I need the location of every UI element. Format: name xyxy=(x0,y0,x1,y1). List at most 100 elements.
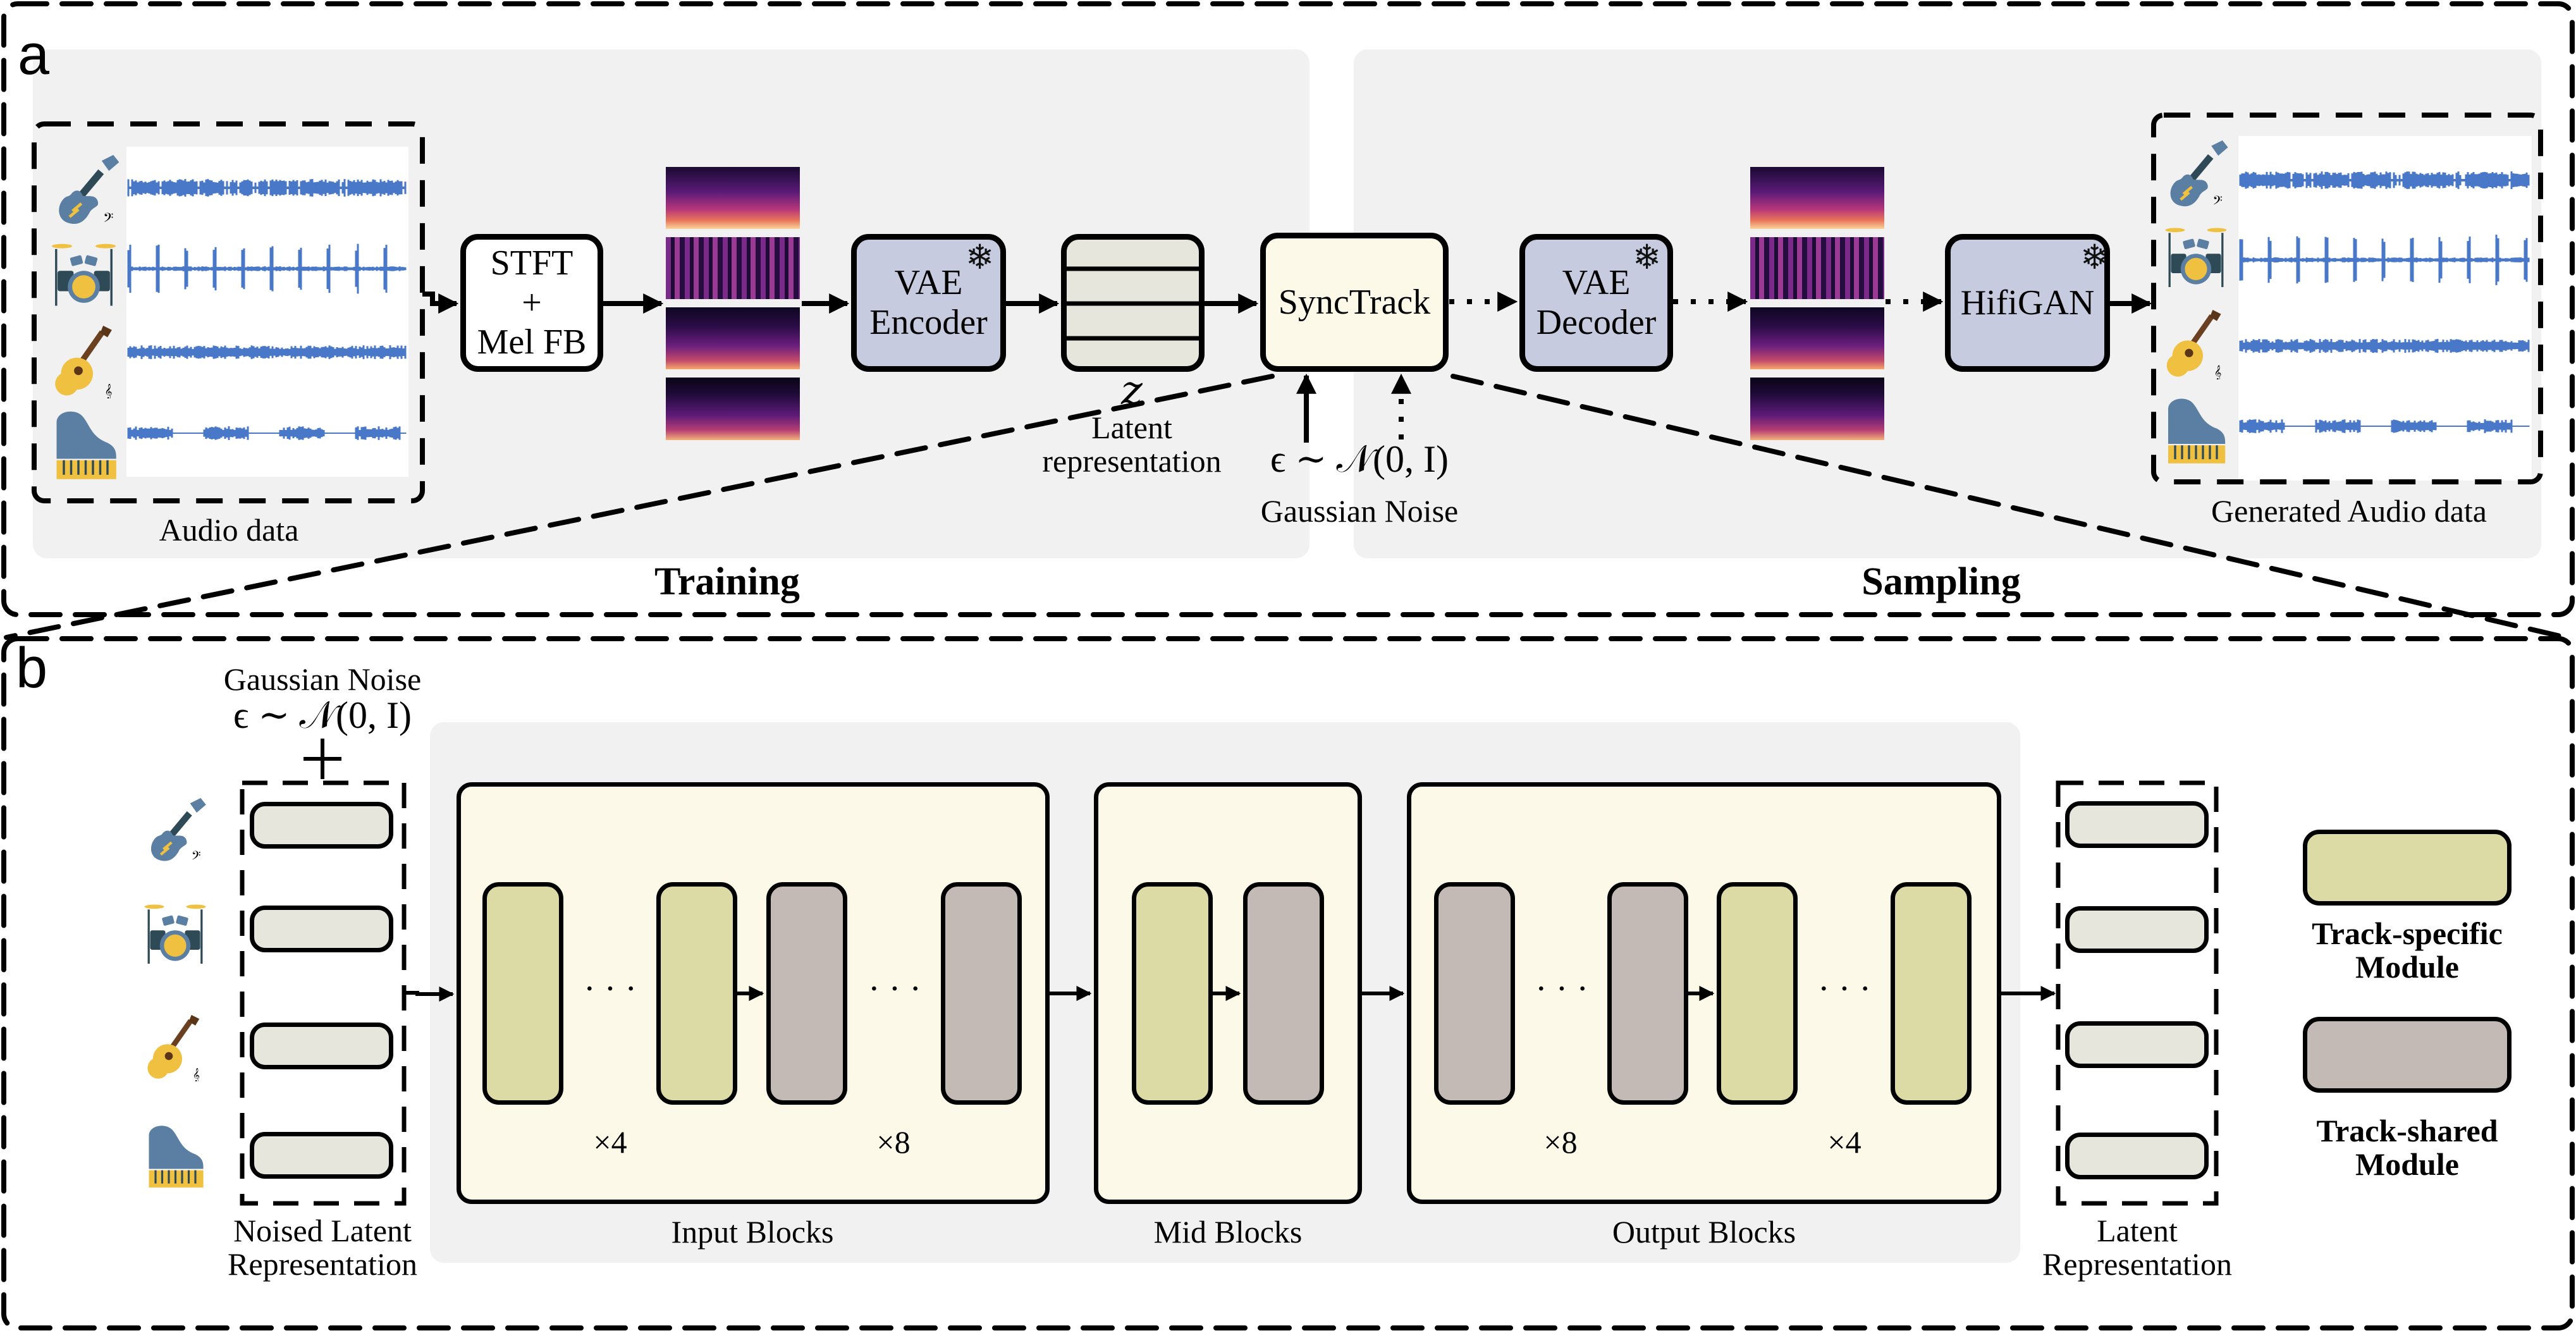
piano-icon xyxy=(55,410,118,481)
legend-track-shared-line1: Track-shared xyxy=(2316,1113,2498,1148)
zoom-line-right xyxy=(1451,374,2573,641)
latent-representation-label: Latent representation xyxy=(999,411,1265,477)
audio-data-label: Audio data xyxy=(159,512,299,548)
track-specific-module xyxy=(1132,882,1213,1105)
panel-a-letter: a xyxy=(18,23,50,87)
piano-icon xyxy=(2167,397,2226,465)
output-latent-line1: Latent xyxy=(2097,1213,2178,1248)
legend-track-specific-line2: Module xyxy=(2355,949,2459,985)
spectrogram-piano-gen xyxy=(1750,378,1884,440)
piano-waveform xyxy=(2239,419,2530,433)
output-latent-label: Latent Representation xyxy=(2004,1214,2270,1281)
piano-icon xyxy=(147,1124,205,1189)
snowflake-icon: ❄ xyxy=(966,237,995,277)
bass-waveform xyxy=(2239,171,2530,189)
track-specific-module xyxy=(482,882,563,1105)
drums-icon xyxy=(2164,226,2228,288)
spectrogram-bass xyxy=(666,167,800,229)
bass-icon xyxy=(59,155,120,228)
piano-waveform xyxy=(127,426,407,440)
snowflake-icon: ❄ xyxy=(1633,237,1662,277)
noise-formula-b: ϵ ∼ 𝒩(0, I) xyxy=(233,694,412,736)
bass-waveform xyxy=(127,179,407,197)
guitar-icon xyxy=(147,1015,200,1081)
spectrogram-bass-gen xyxy=(1750,167,1884,229)
melfb-label: Mel FB xyxy=(477,322,587,362)
guitar-waveform xyxy=(127,345,407,359)
hifigan-box: HifiGAN xyxy=(1945,234,2110,372)
training-label: Training xyxy=(654,560,800,603)
waveforms xyxy=(127,171,2530,440)
vae-encoder-line2: Encoder xyxy=(869,303,988,342)
stft-label: STFT xyxy=(490,243,573,283)
output-latent-pill xyxy=(2065,1021,2209,1068)
noised-latent-pill xyxy=(250,906,393,952)
track-specific-module xyxy=(656,882,737,1105)
generated-audio-box xyxy=(2151,113,2543,484)
legend-track-specific-line1: Track-specific xyxy=(2312,916,2503,951)
bass-icon xyxy=(2170,140,2228,210)
spectrogram-guitar xyxy=(666,307,800,369)
noised-latent-line2: Representation xyxy=(228,1246,417,1282)
noise-label-b: Gaussian Noise xyxy=(223,661,422,697)
output-latent-box xyxy=(2056,780,2219,1206)
vae-encoder-box: VAE Encoder xyxy=(851,234,1006,372)
vae-decoder-line1: VAE xyxy=(1562,263,1631,303)
gaussian-noise-label: Gaussian Noise xyxy=(1260,493,1459,529)
track-specific-module xyxy=(1717,882,1798,1105)
drums-waveform xyxy=(127,243,407,294)
legend-track-shared-label: Track-shared Module xyxy=(2276,1114,2538,1181)
drums-icon xyxy=(143,903,207,965)
synctrack-box: SyncTrack xyxy=(1260,233,1449,372)
stft-melfb-box: STFT + Mel FB xyxy=(460,234,603,372)
panel-a-border xyxy=(1,1,2575,617)
noised-latent-pill xyxy=(250,802,393,849)
output-blocks-label: Output Blocks xyxy=(1612,1214,1796,1250)
output-mult-specific: ×4 xyxy=(1827,1124,1861,1160)
spectrogram-drums-gen xyxy=(1750,237,1884,299)
guitar-icon xyxy=(2166,310,2222,379)
legend-track-shared-swatch xyxy=(2303,1017,2512,1093)
legend-track-specific-label: Track-specific Module xyxy=(2276,917,2538,983)
output-mult-shared: ×8 xyxy=(1543,1124,1578,1160)
vae-decoder-line2: Decoder xyxy=(1536,303,1657,342)
vae-decoder-box: VAE Decoder xyxy=(1519,234,1673,372)
snowflake-icon: ❄ xyxy=(2080,237,2109,277)
guitar-icon xyxy=(55,326,113,398)
audio-data-box xyxy=(32,121,425,503)
plus-icon xyxy=(304,739,341,779)
input-blocks-label: Input Blocks xyxy=(671,1214,834,1250)
panel-b-letter: b xyxy=(16,637,48,700)
legend-track-specific-swatch xyxy=(2303,830,2512,906)
track-shared-module xyxy=(1434,882,1515,1105)
arrow-noised-to-input xyxy=(405,986,455,1002)
latent-z-separators xyxy=(1065,266,1201,341)
legend-track-shared-line2: Module xyxy=(2355,1146,2459,1182)
arrow-audio-to-stft xyxy=(422,292,459,314)
noise-formula: ϵ ∼ 𝒩(0, I) xyxy=(1270,438,1449,480)
noised-latent-pill xyxy=(250,1132,393,1179)
output-latent-pill xyxy=(2065,906,2209,953)
track-specific-module xyxy=(1891,882,1972,1105)
noised-latent-box xyxy=(240,780,407,1206)
spectrogram-guitar-gen xyxy=(1750,307,1884,369)
noised-latent-pill xyxy=(250,1023,393,1069)
output-dots-2: · · · xyxy=(1818,969,1871,1009)
track-shared-module xyxy=(1243,882,1324,1105)
mid-blocks-label: Mid Blocks xyxy=(1153,1214,1303,1250)
output-latent-pill xyxy=(2065,801,2209,848)
noised-latent-line1: Noised Latent xyxy=(233,1213,412,1248)
latent-label-line2: representation xyxy=(1042,443,1222,479)
synctrack-label: SyncTrack xyxy=(1278,282,1431,322)
input-dots-2: · · · xyxy=(868,969,921,1009)
track-shared-module xyxy=(766,882,847,1105)
vae-encoder-line1: VAE xyxy=(894,263,963,303)
audio-waveform-panel xyxy=(126,147,408,477)
bass-icon xyxy=(150,798,206,864)
output-latent-line2: Representation xyxy=(2042,1246,2232,1282)
drums-icon xyxy=(51,243,117,307)
input-mult-shared: ×8 xyxy=(876,1124,911,1160)
sampling-label: Sampling xyxy=(1861,560,2021,603)
spectrogram-piano xyxy=(666,378,800,440)
